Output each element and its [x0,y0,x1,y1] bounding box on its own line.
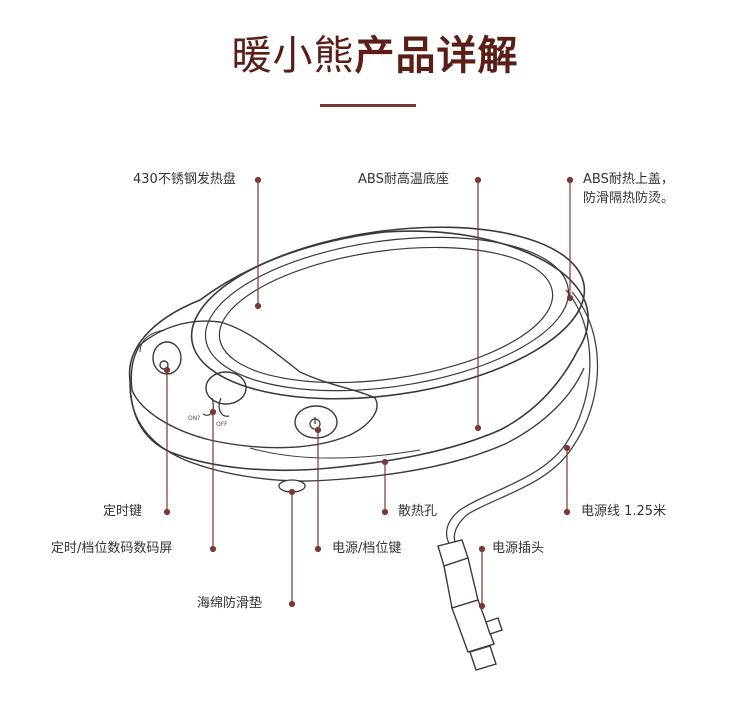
label-pad: 海绵防滑垫 [197,596,263,611]
label-display: 定时/档位数码数码屏 [51,541,173,556]
label-cover-line1: ABS耐热上盖， [583,172,674,187]
label-cover-line2: 防滑隔热防烫。 [583,191,675,206]
power-cord [445,289,591,546]
label-plug: 电源插头 [492,541,545,556]
page-title: 暖小熊产品详解 [0,30,750,82]
label-power-key: 电源/档位键 [332,541,402,556]
upper-rim [190,226,586,400]
device-off-label: OFF [216,421,228,428]
label-vents: 散热孔 [398,504,438,519]
device-on-label: ON? [188,415,200,422]
power-plug [437,539,503,671]
power-button [294,405,338,439]
device-body [128,226,589,482]
title-underline [320,104,416,107]
label-base: ABS耐高温底座 [358,172,449,187]
title-brand: 暖小熊 [231,33,355,79]
label-cord: 电源线 1.25米 [581,504,667,519]
callout-lines [163,176,574,610]
control-panel [130,320,378,449]
label-timer-key: 定时键 [103,504,143,519]
label-heating-plate: 430不锈钢发热盘 [133,172,236,187]
heating-plate [218,246,554,384]
title-emphasis: 产品详解 [354,33,519,79]
